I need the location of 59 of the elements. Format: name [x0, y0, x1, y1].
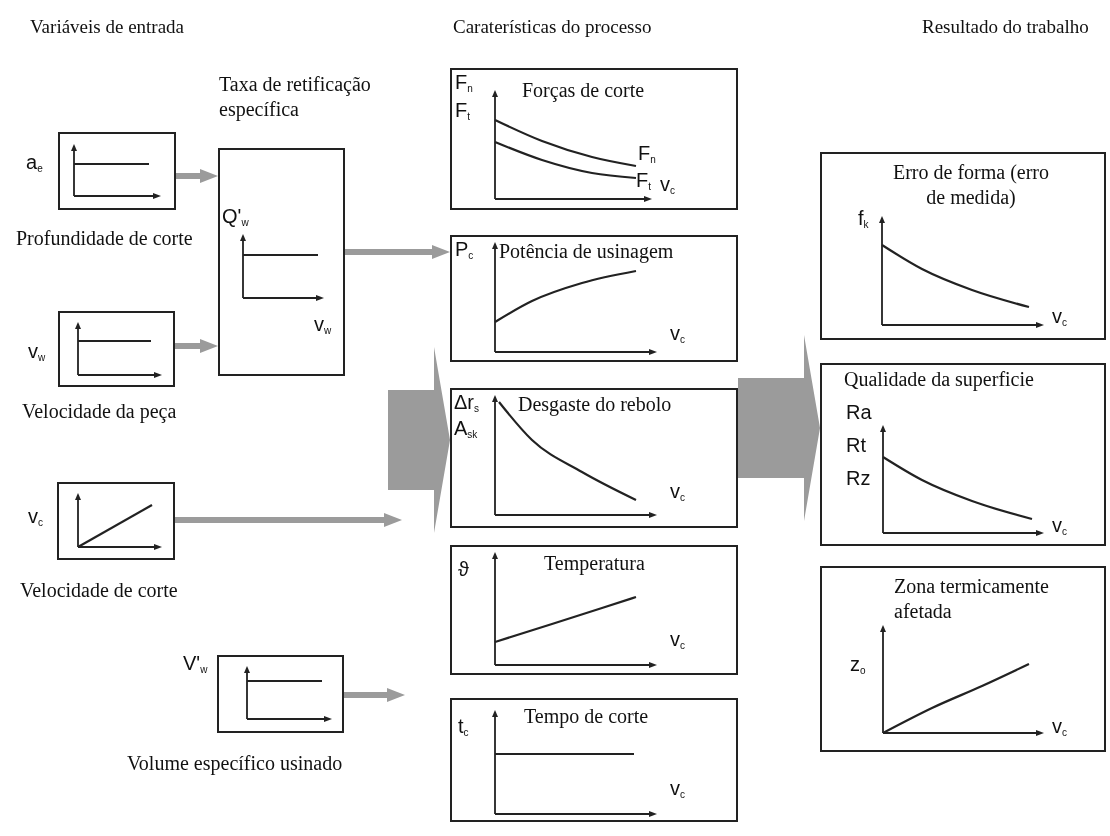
axis-label: P$_{c}$ — [455, 239, 474, 261]
axis-label: v$_{w}$ — [314, 314, 332, 336]
axis-label: Q'$_{w}$ — [222, 206, 249, 228]
node-label: Velocidade da peça — [22, 399, 178, 424]
graph-box — [450, 698, 738, 822]
block-arrow — [738, 335, 820, 521]
arrow — [175, 513, 402, 527]
graph-title: Taxa de retificação específica — [219, 72, 372, 122]
graph-title: Desgaste do rebolo — [518, 392, 673, 417]
node-label: Volume específico usinado — [127, 751, 344, 776]
column-heading: Caraterísticas do processo — [453, 16, 652, 38]
axis-label: v$_{c}$ — [1052, 515, 1067, 537]
axis-label: Rz — [846, 468, 871, 489]
axis-label: F$_{t}$ — [455, 100, 470, 122]
graph-box — [820, 566, 1106, 752]
graph-box — [820, 152, 1106, 340]
axis-label: Rt — [846, 435, 866, 456]
axis-label: Ra — [846, 402, 872, 423]
column-heading: Variáveis de entrada — [30, 16, 185, 38]
axis-label: v$_{c}$ — [28, 506, 43, 528]
column-heading: Resultado do trabalho — [922, 16, 1089, 38]
graph-box — [820, 363, 1106, 546]
graph-title: Forças de corte — [522, 78, 646, 103]
axis-label: v$_{c}$ — [670, 481, 685, 503]
graph-title: Tempo de corte — [524, 704, 650, 729]
graph-box — [450, 388, 738, 528]
arrow — [344, 688, 405, 702]
axis-label: v$_{c}$ — [670, 323, 685, 345]
axis-label: ϑ — [458, 559, 469, 580]
block-arrow — [388, 347, 450, 533]
axis-label: v$_{c}$ — [1052, 716, 1067, 738]
axis-label: t$_{c}$ — [458, 716, 469, 738]
axis-label: V'$_{w}$ — [183, 653, 208, 675]
graph-box — [450, 68, 738, 210]
axis-label: F$_{n}$ — [638, 143, 656, 165]
axis-label: Δr$_{s}$ — [454, 392, 480, 414]
graph-title: Zona termicamente afetada — [894, 574, 1050, 624]
graph-title: Qualidade da superficie — [844, 367, 1035, 392]
axis-label: F$_{t}$ — [636, 170, 651, 192]
graph-box — [450, 545, 738, 675]
axis-label: z$_{o}$ — [850, 654, 866, 676]
axis-label: v$_{c}$ — [670, 778, 685, 800]
arrow — [176, 169, 218, 183]
axis-label: v$_{c}$ — [1052, 306, 1067, 328]
axis-label: v$_{c}$ — [670, 629, 685, 651]
graph-title: Erro de forma (erro de medida) — [892, 160, 1050, 210]
axis-label: v$_{c}$ — [660, 174, 675, 196]
graph-title: Potência de usinagem — [499, 239, 675, 264]
node-label: Profundidade de corte — [16, 226, 194, 251]
arrow — [345, 245, 450, 259]
axis-label: F$_{n}$ — [455, 72, 473, 94]
graph-box — [450, 235, 738, 362]
axis-label: v$_{w}$ — [28, 341, 46, 363]
graph-title: Temperatura — [544, 551, 646, 576]
axis-label: A$_{sk}$ — [454, 418, 478, 440]
axis-label: f$_{k}$ — [858, 208, 869, 230]
node-label: Velocidade de corte — [20, 578, 179, 603]
arrow — [175, 339, 218, 353]
axis-label: a$_{e}$ — [26, 152, 43, 174]
